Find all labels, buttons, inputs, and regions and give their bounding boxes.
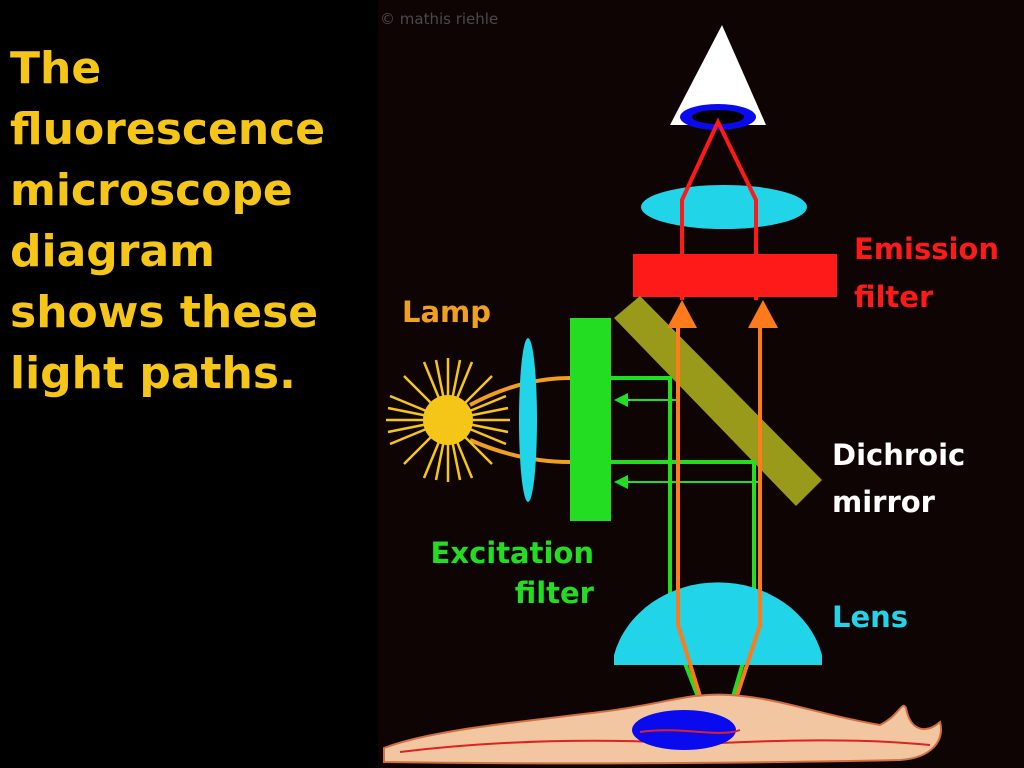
title-line: shows these [10, 287, 319, 338]
lamp-icon [386, 358, 510, 482]
emission-filter-label-line1: Emission [854, 232, 999, 266]
specimen-cell [383, 693, 942, 765]
slide-title: The fluorescence microscope diagram show… [10, 38, 380, 404]
tube-lens [641, 185, 807, 229]
dichroic-mirror-label-line2: mirror [832, 485, 936, 519]
title-line: diagram [10, 226, 216, 277]
title-line: The [10, 43, 102, 94]
reflected-light-arrows [614, 393, 760, 489]
objective-lens [614, 582, 822, 665]
emission-filter-label-line2: filter [854, 280, 934, 314]
emission-filter [633, 254, 837, 297]
excitation-filter-label-line1: Excitation [431, 536, 594, 570]
dichroic-mirror-label-line1: Dichroic [832, 438, 965, 472]
excitation-filter [570, 318, 611, 521]
condenser-lens [519, 338, 537, 502]
title-line: fluorescence [10, 104, 326, 155]
microscope-diagram: © mathis riehle [378, 0, 1024, 768]
excitation-filter-label-line2: filter [515, 576, 595, 610]
watermark: © mathis riehle [380, 10, 498, 28]
lamp-label: Lamp [402, 295, 491, 329]
dichroic-mirror [614, 296, 822, 506]
title-line: light paths. [10, 348, 296, 399]
excitation-light-path [611, 376, 756, 749]
diagram-canvas: © mathis riehle [380, 10, 999, 765]
eyepiece [670, 25, 766, 130]
emission-light-path [680, 117, 758, 300]
lens-label: Lens [832, 600, 908, 634]
title-line: microscope [10, 165, 293, 216]
